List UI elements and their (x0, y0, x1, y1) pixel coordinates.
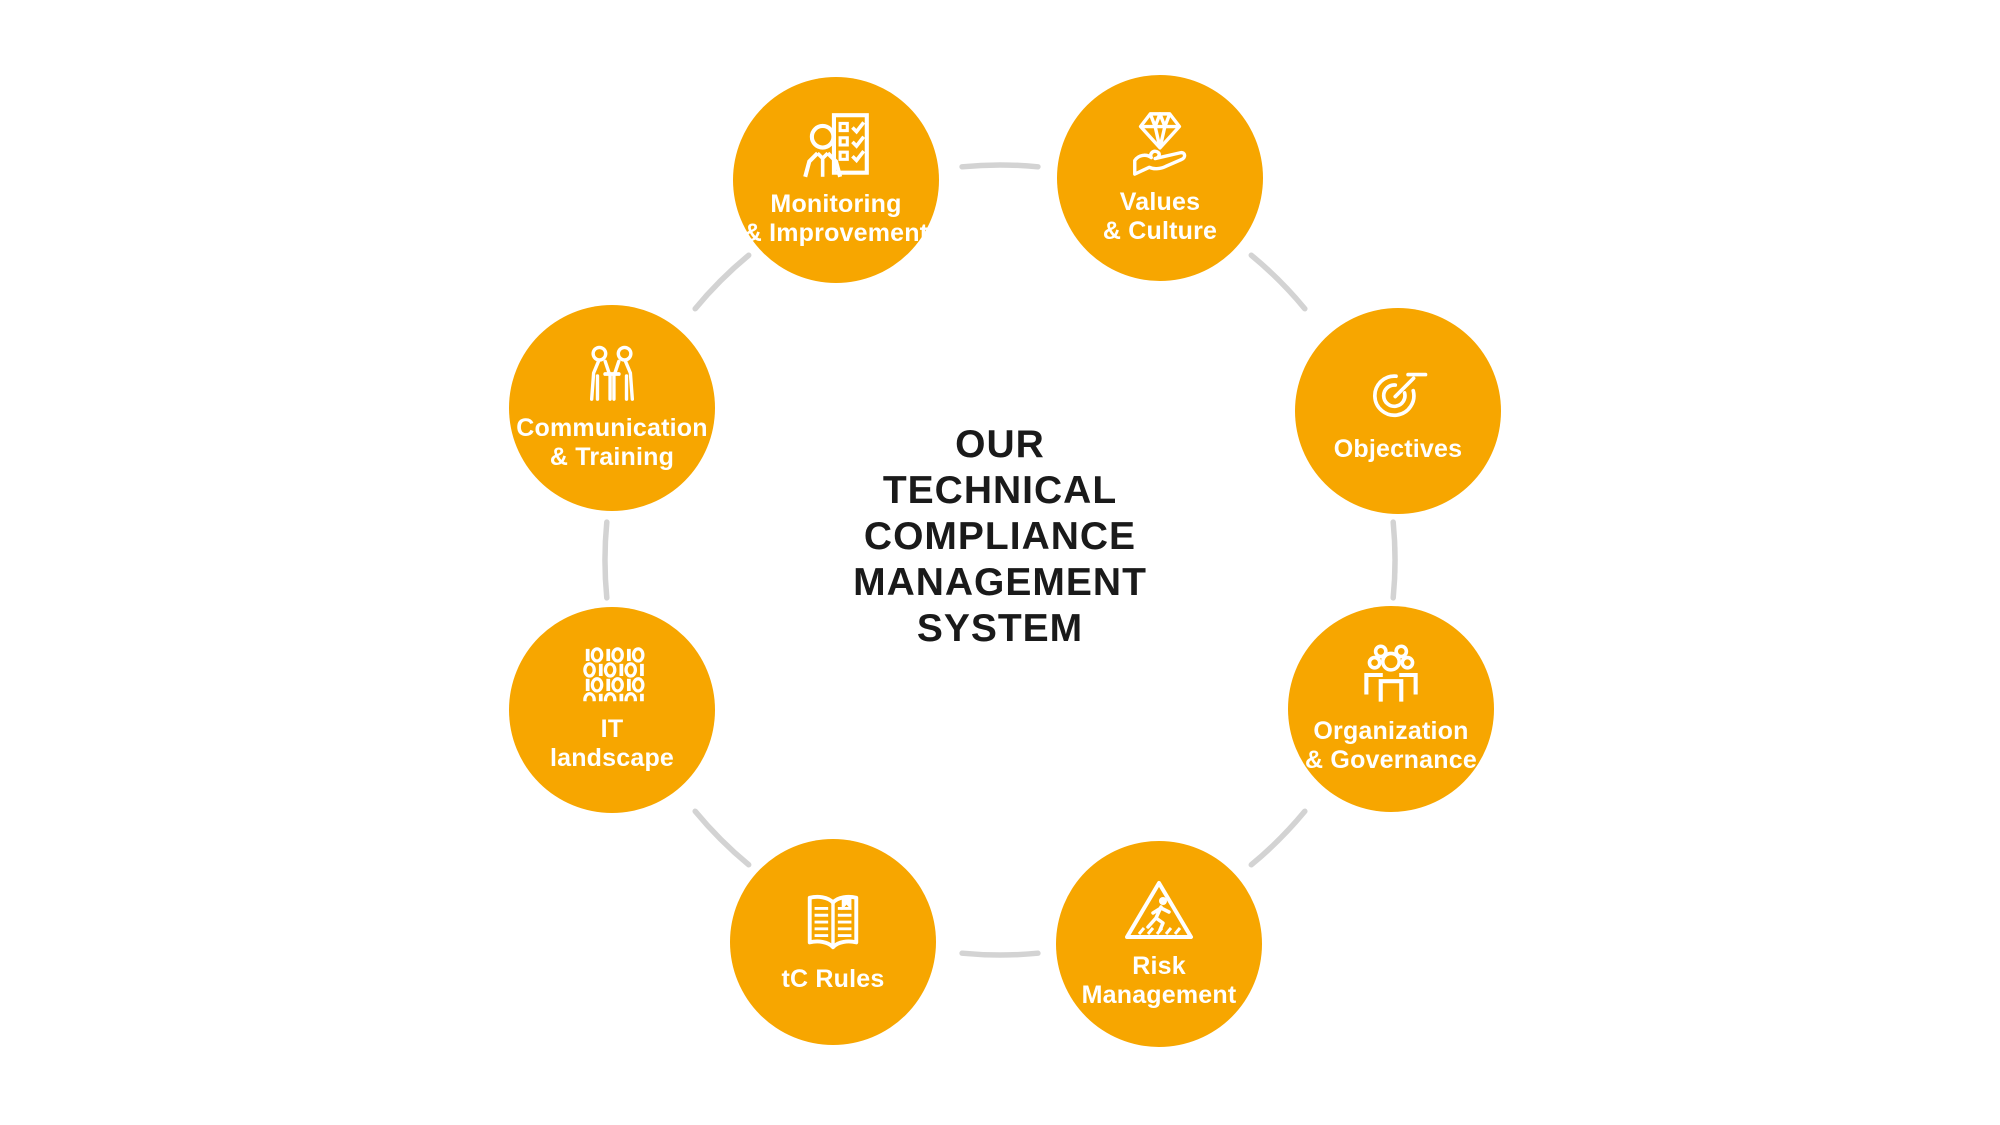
pedestrian-warning-triangle-icon (1125, 881, 1193, 939)
node-it-landscape: IT landscape (509, 607, 715, 813)
node-values-culture: Values & Culture (1057, 75, 1263, 281)
node-label-line: Values (1119, 188, 1201, 216)
connector-arc (692, 808, 752, 868)
connector-arc (959, 162, 1041, 170)
diagram-title: OUR TECHNICAL COMPLIANCE MANAGEMENT SYST… (600, 422, 1400, 652)
node-communication-training: Communication & Training (509, 305, 715, 511)
people-group-icon (1364, 644, 1418, 702)
node-label: Communication & Training (516, 414, 708, 472)
node-label-line: & Training (549, 443, 675, 471)
node-risk-management: Risk Management (1056, 841, 1262, 1047)
people-discussion-icon (589, 345, 635, 401)
connector-arc (1248, 252, 1308, 312)
node-organization-governance: Organization & Governance (1288, 606, 1494, 812)
diagram-title-line: COMPLIANCE (863, 515, 1137, 558)
person-checklist-icon (803, 113, 869, 178)
node-label-line: Management (1081, 981, 1237, 1009)
connector-arc (959, 950, 1041, 958)
diagram-title-line: TECHNICAL (882, 469, 1118, 512)
diamond-in-hand-icon (1133, 112, 1187, 176)
node-label-line: & Culture (1102, 217, 1218, 245)
diagram-title-line: SYSTEM (916, 607, 1084, 650)
connector-arc (602, 519, 610, 601)
node-label: tC Rules (781, 965, 884, 994)
connector-arc (1248, 808, 1308, 868)
node-label: Risk Management (1082, 952, 1237, 1010)
target-arrow-icon (1373, 372, 1428, 417)
node-label-line: Organization (1313, 717, 1469, 745)
node-label: Values & Culture (1103, 188, 1217, 246)
binary-code-icon (583, 647, 645, 702)
node-label-line: Objectives (1333, 434, 1463, 463)
node-label: IT landscape (550, 715, 674, 773)
node-label-line: & Improvement (743, 219, 929, 247)
node-label-line: IT (600, 715, 624, 743)
node-monitoring-improvement: Monitoring & Improvement (733, 77, 939, 283)
node-tc-rules: tC Rules (730, 839, 936, 1045)
node-label-line: Communication (516, 414, 708, 442)
connector-arc (692, 252, 752, 312)
diagram-title-line: MANAGEMENT (853, 561, 1147, 604)
node-objectives: Objectives (1295, 308, 1501, 514)
node-label: Monitoring & Improvement (744, 190, 929, 248)
open-book-icon (807, 894, 859, 949)
node-label-line: & Governance (1305, 746, 1477, 774)
node-label: Organization & Governance (1305, 717, 1477, 775)
node-label-line: Monitoring (770, 190, 902, 218)
node-label-line: Risk (1132, 952, 1186, 980)
connector-arc (1390, 519, 1398, 601)
node-label: Objectives (1334, 435, 1462, 464)
node-label-line: tC Rules (781, 964, 885, 993)
node-label-line: landscape (549, 744, 675, 772)
diagram-title-line: OUR (955, 423, 1045, 466)
